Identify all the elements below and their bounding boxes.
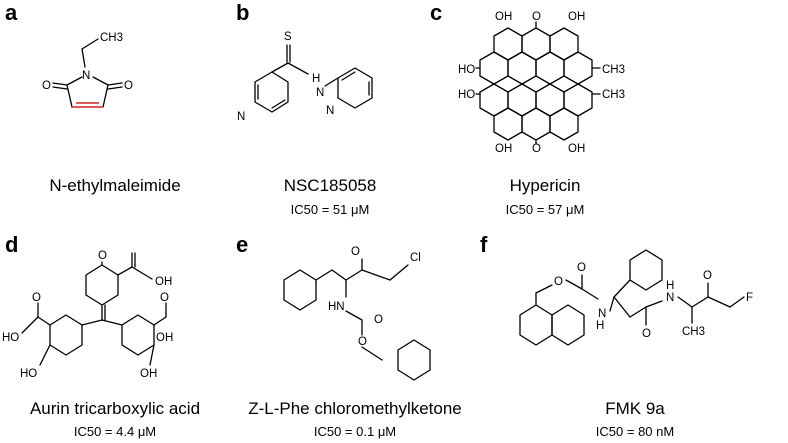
- svg-text:H: H: [596, 320, 604, 332]
- svg-text:O: O: [374, 314, 383, 326]
- ic50-e: IC50 = 0.1 μM: [313, 424, 397, 439]
- structure-hypericin: OH O OH HO HO CH3 CH3 OH O OH: [458, 11, 625, 155]
- svg-text:H: H: [312, 73, 320, 85]
- svg-text:F: F: [746, 292, 753, 304]
- ic50-c: IC50 = 57 μM: [505, 202, 585, 217]
- svg-text:OH: OH: [568, 143, 585, 155]
- svg-text:O: O: [42, 80, 51, 92]
- structure-aurin-tricarboxylic-acid: O OH HO O OH O HO OH: [2, 250, 173, 380]
- panel-label-e: e: [236, 232, 249, 257]
- svg-text:O: O: [642, 328, 651, 340]
- svg-text:O: O: [32, 292, 41, 304]
- svg-text:N: N: [82, 70, 90, 82]
- structure-z-l-phe-chloromethylketone: O Cl HN O O: [283, 246, 431, 381]
- svg-text:N: N: [666, 292, 674, 304]
- svg-text:O: O: [358, 336, 367, 348]
- ic50-f: IC50 = 80 nM: [595, 424, 675, 439]
- svg-text:S: S: [284, 31, 292, 43]
- svg-text:O: O: [532, 143, 541, 155]
- ic50-d: IC50 = 4.4 μM: [73, 424, 157, 439]
- svg-text:HN: HN: [328, 301, 345, 313]
- ic50-b: IC50 = 51 μM: [290, 202, 370, 217]
- compound-name-d: Aurin tricarboxylic acid: [29, 399, 201, 418]
- svg-text:O: O: [351, 246, 360, 258]
- structure-nsc185058: S H N N N: [237, 31, 373, 123]
- compound-name-b: NSC185058: [283, 176, 377, 195]
- structure-n-ethylmaleimide: CH3 N O O: [42, 32, 133, 108]
- compound-name-e: Z-L-Phe chloromethylketone: [248, 399, 462, 418]
- svg-text:OH: OH: [140, 368, 157, 380]
- svg-text:HO: HO: [458, 64, 475, 76]
- compound-name-c: Hypericin: [509, 176, 581, 195]
- svg-text:N: N: [316, 87, 324, 99]
- svg-text:O: O: [703, 270, 712, 282]
- svg-text:O: O: [124, 80, 133, 92]
- structure-fmk-9a: O O N H O N H CH3 O F: [519, 249, 753, 346]
- panel-label-c: c: [430, 0, 443, 25]
- svg-text:N: N: [237, 111, 245, 123]
- svg-text:OH: OH: [495, 11, 512, 23]
- svg-text:N: N: [326, 105, 334, 117]
- svg-text:HO: HO: [2, 332, 19, 344]
- svg-text:O: O: [532, 11, 541, 23]
- svg-text:O: O: [160, 292, 169, 304]
- svg-text:CH3: CH3: [602, 89, 625, 101]
- svg-text:O: O: [98, 250, 107, 262]
- svg-text:O: O: [577, 262, 586, 274]
- svg-text:Cl: Cl: [410, 252, 421, 264]
- panel-label-b: b: [236, 0, 250, 25]
- svg-text:O: O: [554, 276, 563, 288]
- svg-text:CH3: CH3: [100, 32, 123, 44]
- svg-text:H: H: [666, 280, 674, 292]
- svg-text:OH: OH: [156, 332, 173, 344]
- svg-text:HO: HO: [20, 368, 37, 380]
- svg-text:N: N: [598, 308, 606, 320]
- panel-label-f: f: [480, 232, 488, 257]
- svg-text:CH3: CH3: [682, 326, 705, 338]
- svg-text:OH: OH: [155, 276, 172, 288]
- svg-text:OH: OH: [495, 143, 512, 155]
- compound-name-a: N-ethylmaleimide: [49, 176, 181, 195]
- compound-name-f: FMK 9a: [605, 399, 665, 418]
- panel-label-a: a: [5, 0, 18, 25]
- svg-text:OH: OH: [568, 11, 585, 23]
- svg-text:HO: HO: [458, 89, 475, 101]
- svg-text:CH3: CH3: [602, 64, 625, 76]
- panel-label-d: d: [5, 232, 19, 257]
